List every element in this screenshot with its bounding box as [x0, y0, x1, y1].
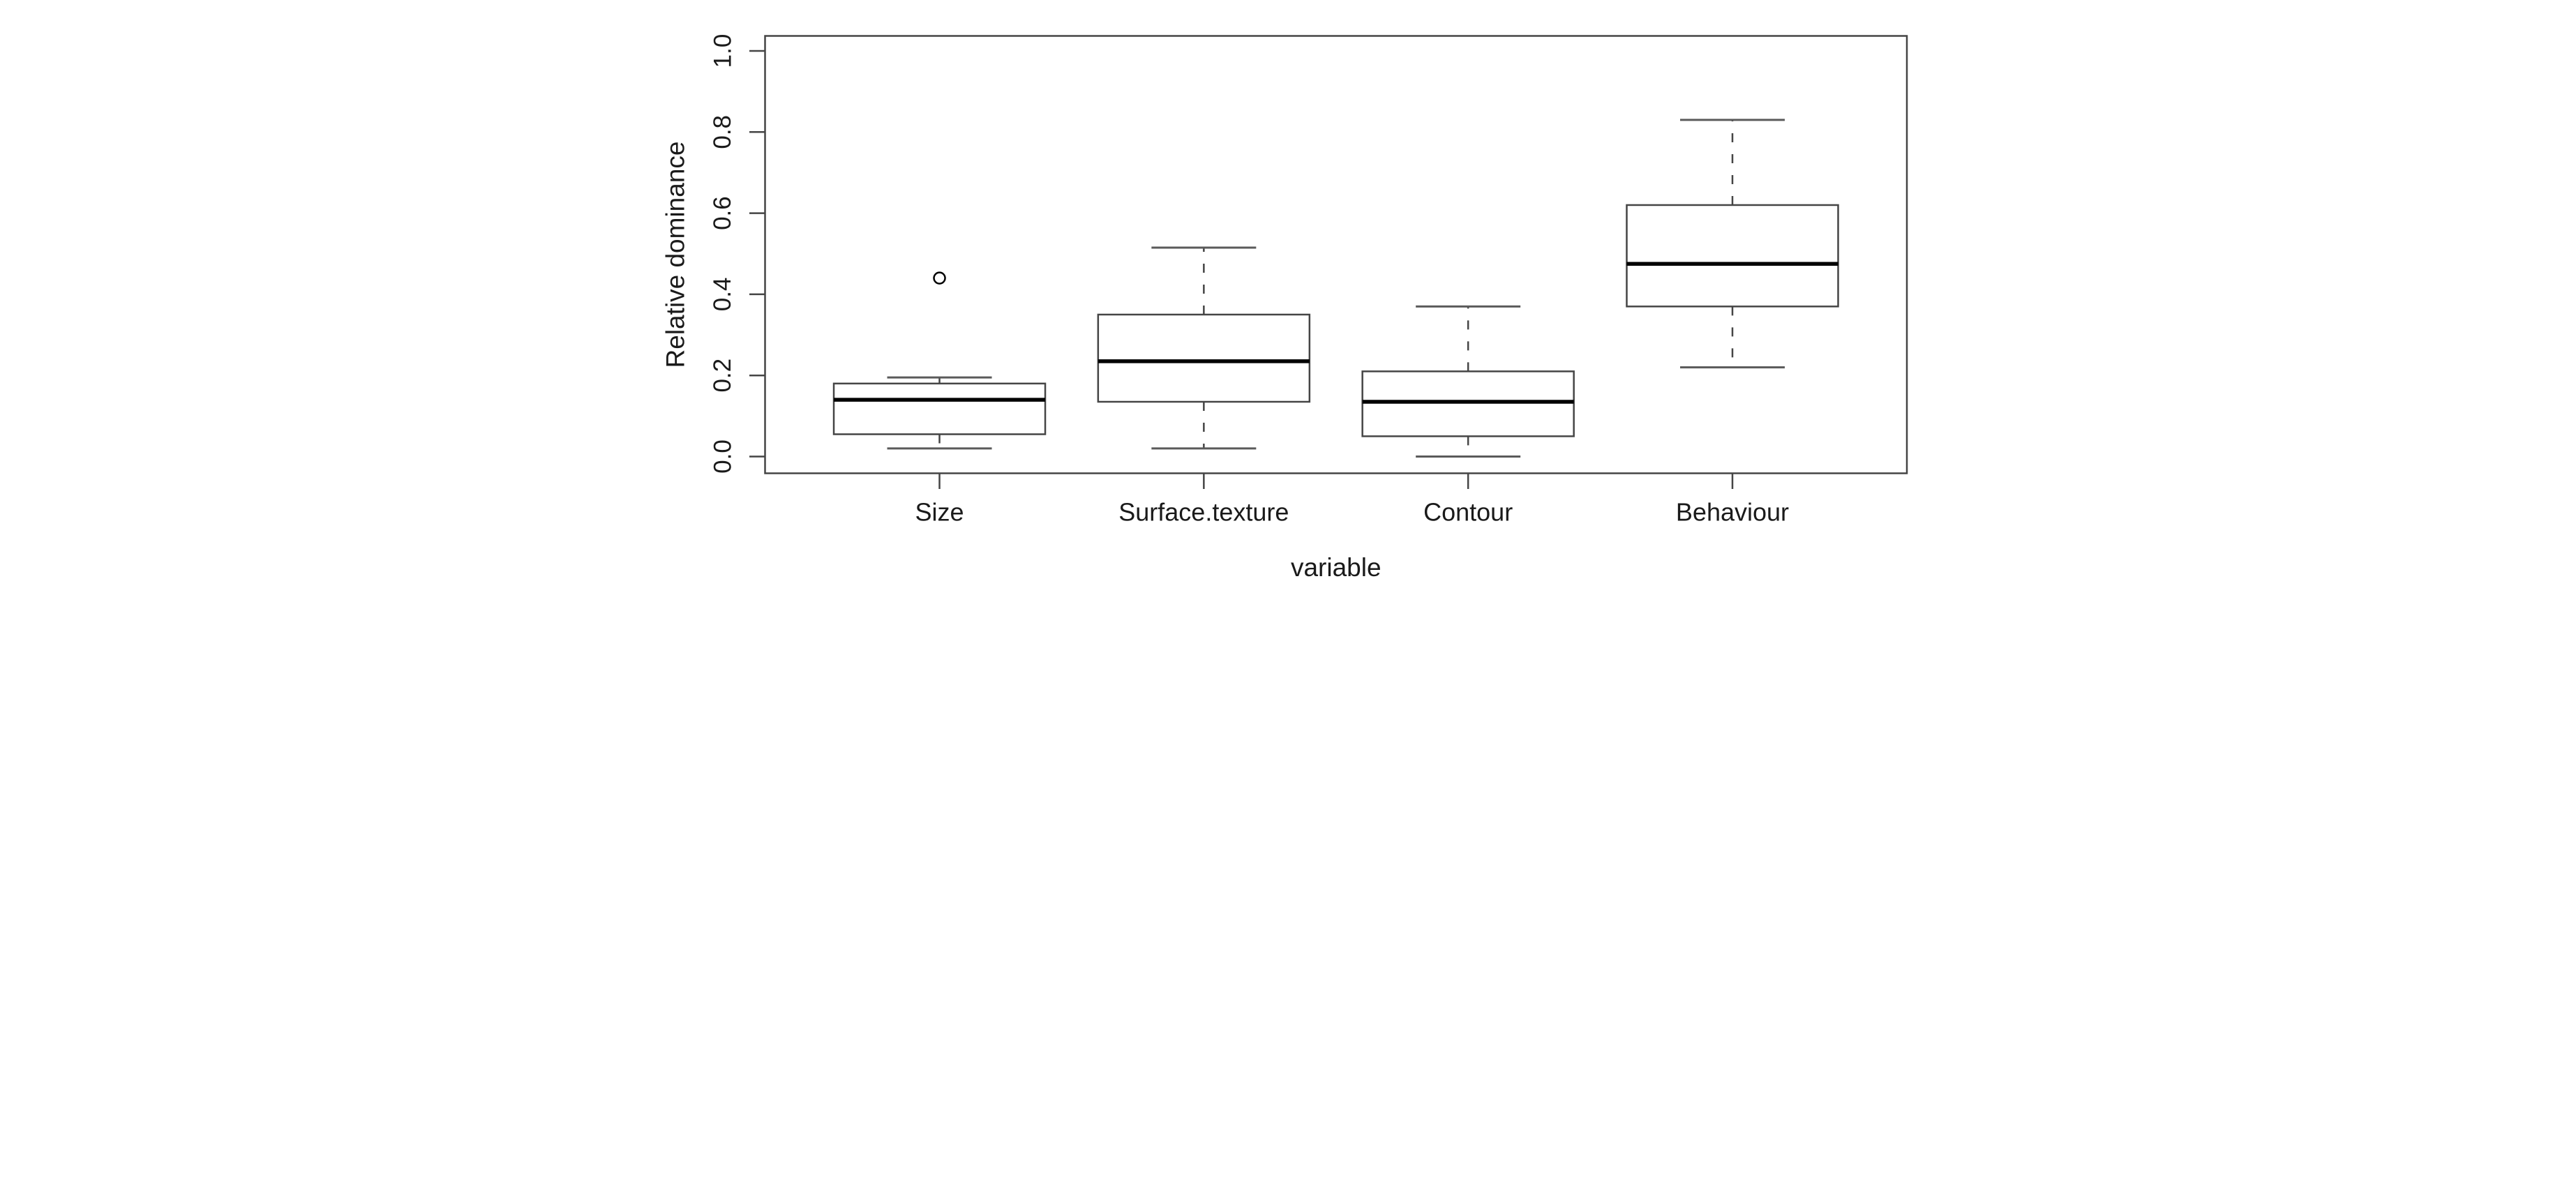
x-axis-title: variable: [1291, 553, 1381, 582]
y-axis-tick-label: 0.2: [709, 359, 736, 393]
y-axis-tick-label: 0.6: [709, 196, 736, 230]
x-axis-category-label: Behaviour: [1676, 498, 1789, 527]
y-axis-tick-label: 0.4: [709, 278, 736, 312]
iqr-box: [1097, 313, 1311, 403]
x-axis-category-label: Size: [915, 498, 964, 527]
iqr-box: [1361, 370, 1575, 437]
y-axis-tick-label: 0.8: [709, 115, 736, 149]
x-axis-category-label: Contour: [1423, 498, 1513, 527]
x-axis-category-label: Surface.texture: [1118, 498, 1289, 527]
outlier-point: [933, 271, 946, 285]
y-axis-title: Relative dominance: [661, 142, 689, 368]
plot-frame: [764, 35, 1908, 474]
iqr-box: [832, 382, 1047, 435]
y-axis-tick-label: 0.0: [709, 439, 736, 474]
y-axis-tick-label: 1.0: [709, 34, 736, 68]
iqr-box: [1626, 204, 1839, 308]
